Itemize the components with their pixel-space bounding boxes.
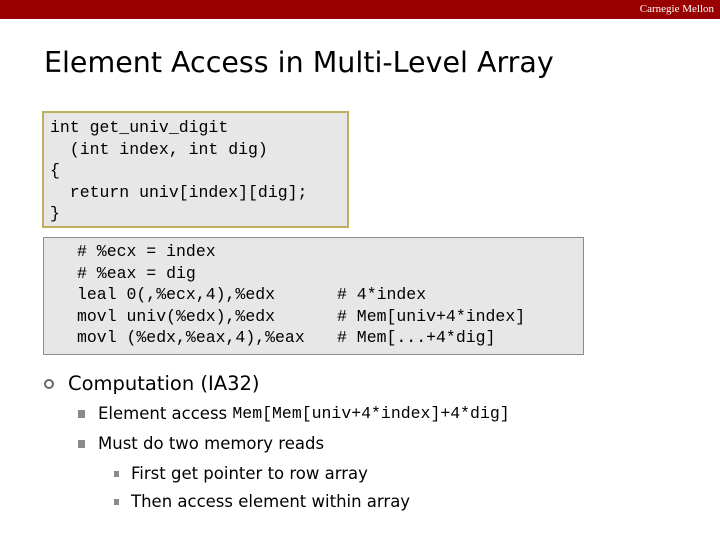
bullet-row-pointer: First get pointer to row array — [114, 463, 368, 485]
asm-instruction: movl univ(%edx),%edx — [77, 306, 276, 326]
brand-label: Carnegie Mellon — [639, 3, 714, 15]
asm-row: # %ecx = index — [77, 241, 583, 263]
square-bullet-icon — [78, 410, 85, 418]
asm-instruction: # %eax = dig — [77, 263, 196, 283]
asm-instruction: leal 0(,%ecx,4),%edx — [77, 285, 276, 304]
slide-title: Element Access in Multi-Level Array — [44, 46, 554, 79]
asm-row: movl (%edx,%eax,4),%eax # Mem[...+4*dig] — [77, 327, 583, 349]
asm-row: movl univ(%edx),%edx # Mem[univ+4*index] — [77, 306, 583, 328]
bullet-text: Computation (IA32) — [68, 372, 260, 395]
asm-instruction: # %ecx = index — [77, 242, 216, 261]
bullet-text: Then access element within array — [131, 492, 411, 511]
header-bar: Carnegie Mellon — [0, 0, 720, 19]
asm-comment: # 4*index — [337, 285, 427, 304]
bullet-computation: Computation (IA32) — [44, 372, 260, 396]
ring-bullet-icon — [44, 379, 54, 389]
c-code-line: int get_univ_digit — [50, 118, 229, 137]
c-code-line: return univ[index][dig]; — [50, 182, 308, 202]
square-bullet-icon — [114, 471, 119, 477]
assembly-code-block: # %ecx = index # %eax = dig leal 0(,%ecx… — [43, 237, 584, 355]
c-code-line: } — [50, 204, 60, 223]
bullet-access-element: Then access element within array — [114, 491, 410, 513]
bullet-text: Element access — [98, 404, 233, 423]
bullet-memory-reads: Must do two memory reads — [78, 433, 324, 455]
bullet-code: Mem[Mem[univ+4*index]+4*dig] — [232, 404, 510, 423]
c-code-block: int get_univ_digit (int index, int dig) … — [42, 111, 349, 228]
c-code-line: { — [50, 161, 60, 180]
asm-comment: # Mem[univ+4*index] — [337, 306, 526, 326]
bullet-text: Must do two memory reads — [98, 434, 325, 453]
asm-instruction: movl (%edx,%eax,4),%eax — [77, 328, 305, 347]
asm-comment: # Mem[...+4*dig] — [337, 328, 496, 347]
bullet-text: First get pointer to row array — [131, 464, 368, 483]
asm-row: leal 0(,%ecx,4),%edx # 4*index — [77, 284, 583, 306]
square-bullet-icon — [78, 440, 85, 448]
c-code-line: (int index, int dig) — [50, 139, 268, 159]
square-bullet-icon — [114, 499, 119, 505]
asm-row: # %eax = dig — [77, 263, 583, 285]
bullet-element-access: Element access Mem[Mem[univ+4*index]+4*d… — [78, 403, 510, 425]
